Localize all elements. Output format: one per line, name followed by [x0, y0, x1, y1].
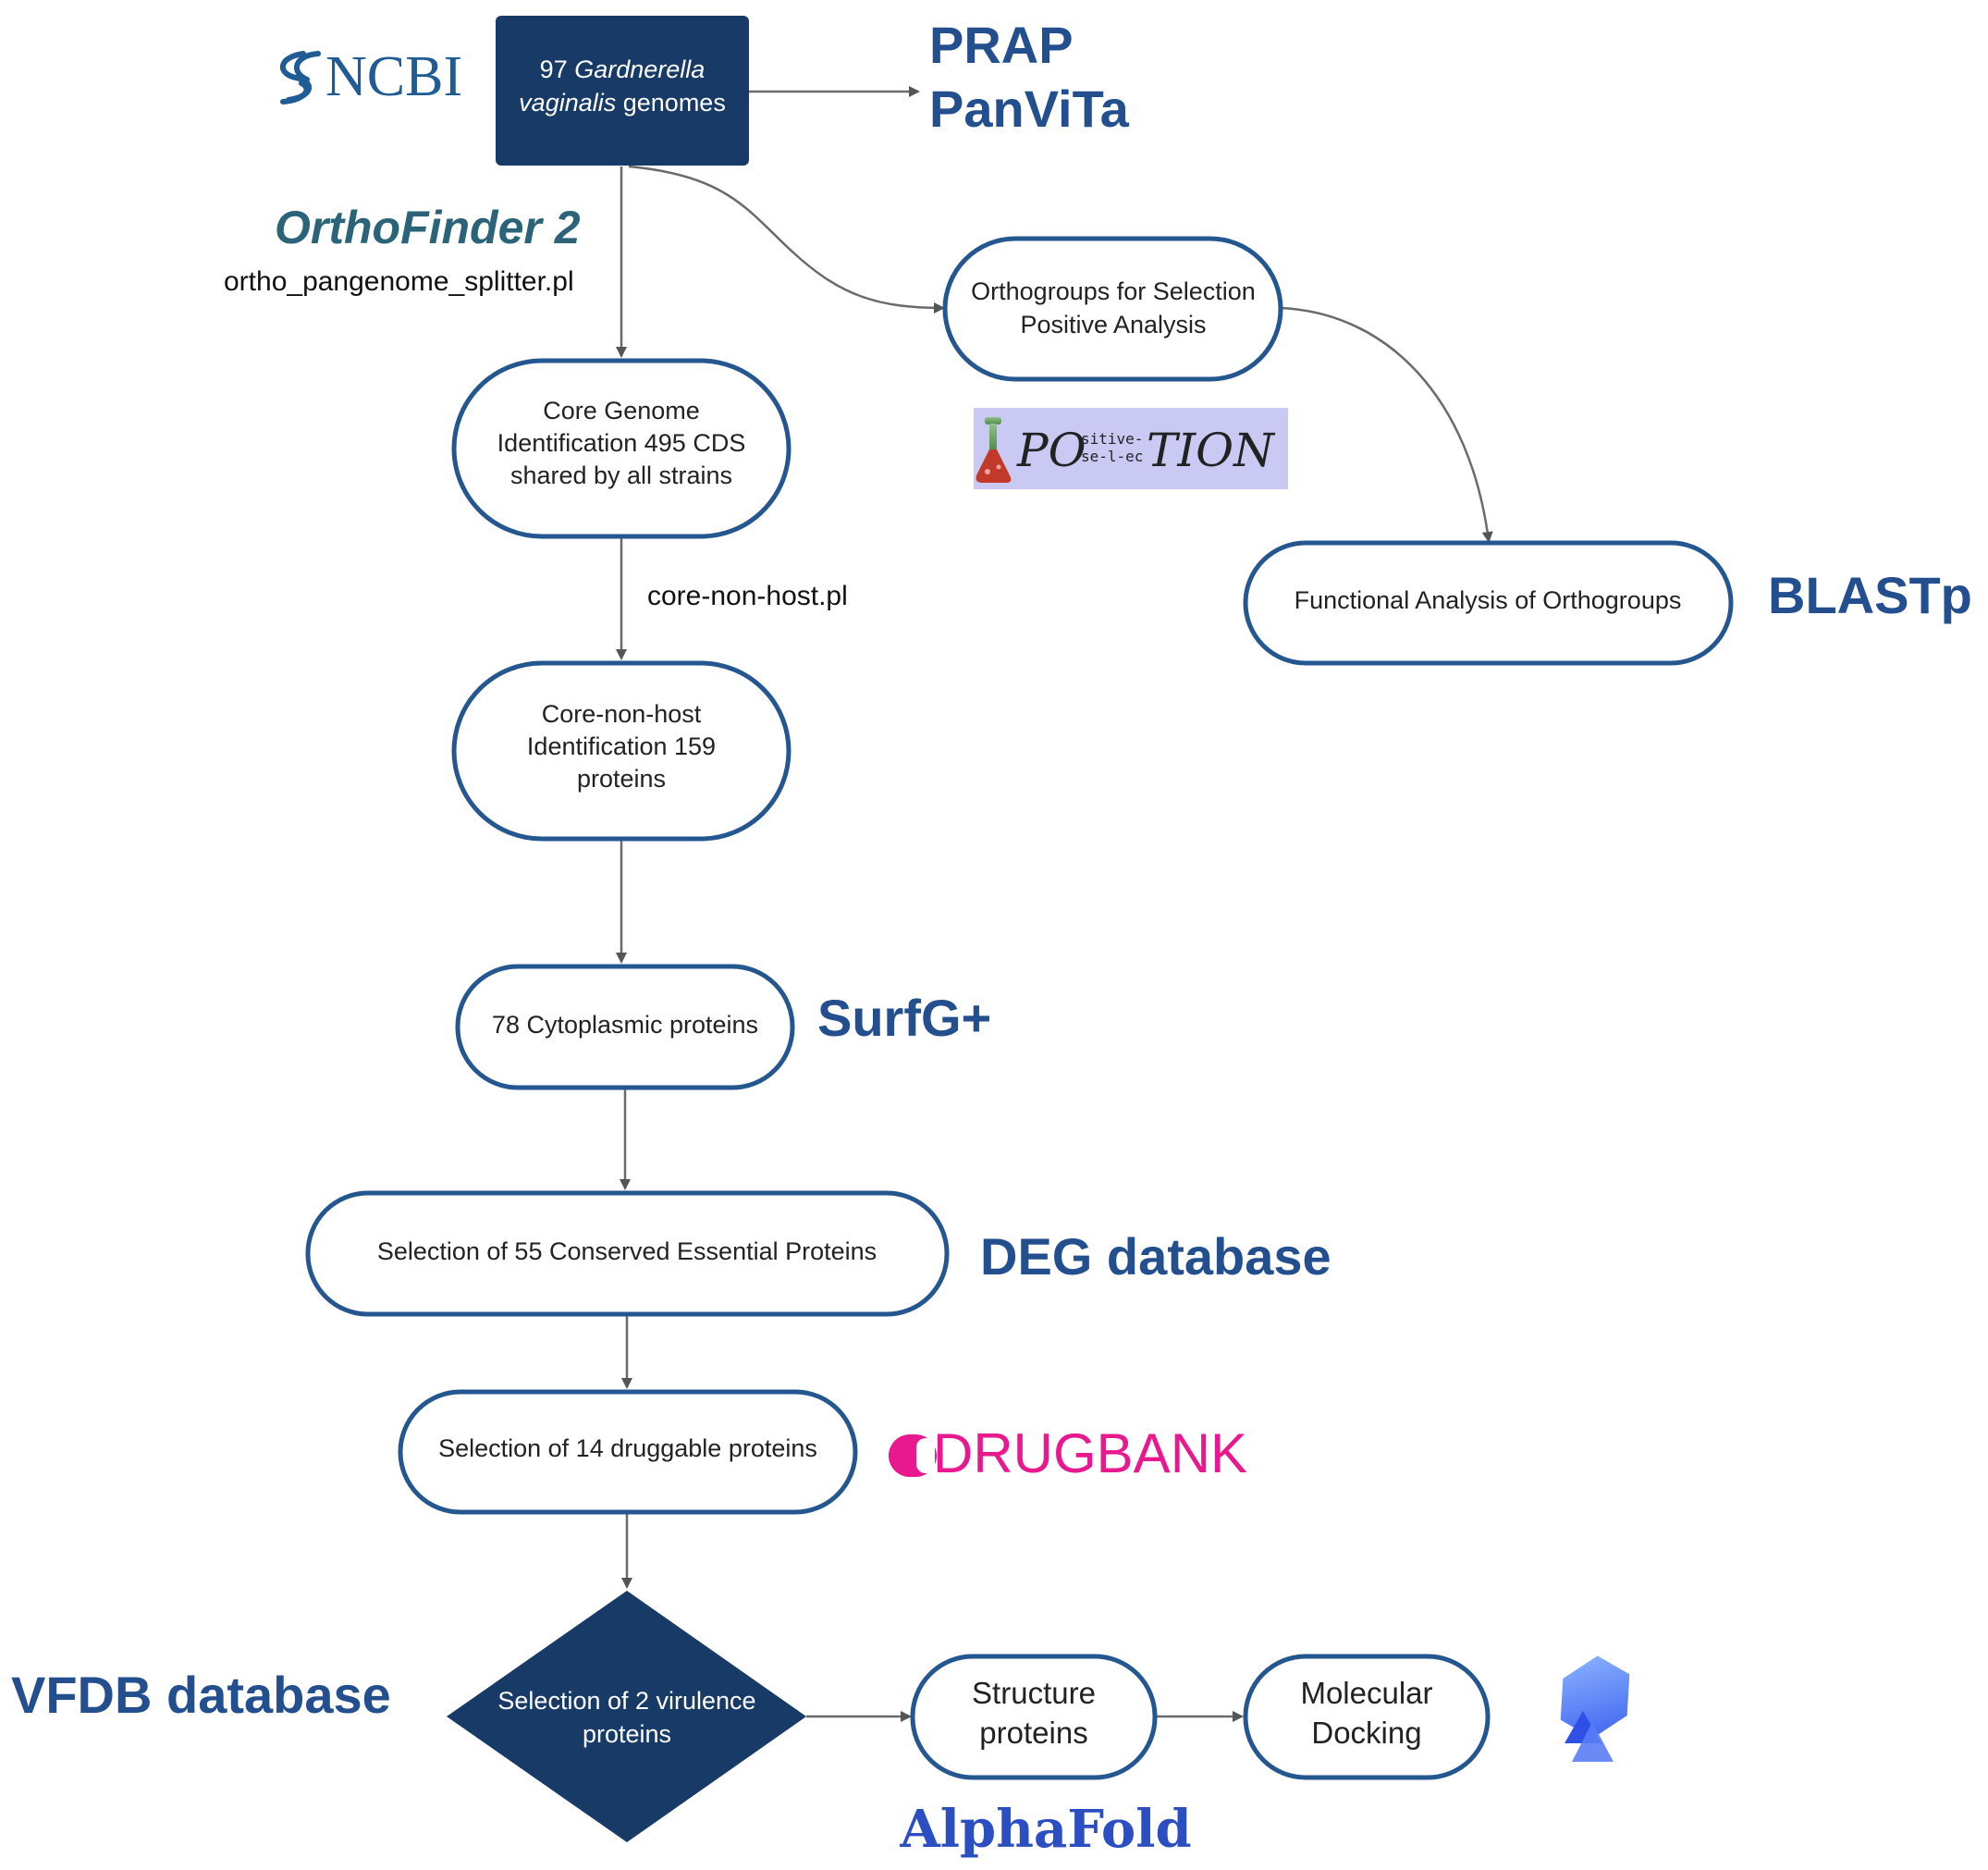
positive-logo-sup: sitive- [1081, 430, 1143, 448]
docking-hexagon-icon [1560, 1655, 1630, 1762]
ncbi-helix-icon [279, 51, 321, 105]
ncbi-logo: NCBI [279, 45, 462, 108]
node-orthogroups-line2: Positive Analysis [1020, 311, 1206, 338]
node-cytoplasmic: 78 Cytoplasmic proteins [455, 964, 795, 1090]
node-structure-line1: Structure [972, 1676, 1096, 1710]
node-virulence: Selection of 2 virulence proteins [447, 1591, 806, 1842]
node-essential: Selection of 55 Conserved Essential Prot… [305, 1190, 950, 1317]
node-core-non-host-line2: Identification 159 [527, 732, 716, 760]
node-functional-line1: Functional Analysis of Orthogroups [1295, 586, 1682, 614]
tool-alphafold-label: AlphaFold [899, 1799, 1191, 1860]
node-core-non-host-line3: proteins [577, 765, 666, 793]
node-docking-line2: Docking [1311, 1716, 1421, 1750]
node-structure-line2: proteins [979, 1716, 1087, 1750]
drugbank-logo: DRUGBANK [889, 1422, 1247, 1484]
node-genomes-line2: vaginalis genomes [519, 89, 726, 117]
node-core-genome-line3: shared by all strains [510, 461, 732, 489]
tool-prap-label: PRAP [929, 16, 1074, 74]
flask-icon [976, 417, 1012, 483]
positive-logo-part2: TION [1147, 424, 1276, 477]
tool-vfdb-label: VFDB database [11, 1666, 391, 1724]
arrow-orthogroups-to-functional [1280, 306, 1493, 543]
node-druggable-line1: Selection of 14 druggable proteins [438, 1434, 817, 1462]
arrow-genomes-to-orthogroups [628, 165, 945, 314]
ncbi-logo-text: NCBI [325, 45, 462, 108]
script-splitter-label: ortho_pangenome_splitter.pl [224, 266, 574, 297]
node-structure: Structure proteins [910, 1654, 1158, 1780]
capsule-icon [889, 1434, 937, 1477]
tool-panvita-label: PanViTa [929, 80, 1130, 138]
node-orthogroups: Orthogroups for Selection Positive Analy… [942, 236, 1283, 382]
node-docking-line1: Molecular [1300, 1676, 1432, 1710]
positive-logo-sub: se-l-ec [1081, 448, 1143, 465]
node-docking: Molecular Docking [1243, 1654, 1491, 1780]
node-cytoplasmic-line1: 78 Cytoplasmic proteins [492, 1011, 758, 1039]
node-essential-line1: Selection of 55 Conserved Essential Prot… [377, 1237, 877, 1265]
tool-deg-label: DEG database [980, 1227, 1331, 1286]
node-genomes: 97 Gardnerella vaginalis genomes [496, 16, 749, 166]
node-core-non-host: Core-non-host Identification 159 protein… [451, 660, 792, 842]
connectors [616, 86, 1493, 1722]
tool-orthofinder-label: OrthoFinder 2 [275, 202, 581, 253]
tool-surfg-label: SurfG+ [817, 989, 991, 1047]
positive-logo-part1: PO [1016, 424, 1086, 477]
node-genomes-line1: 97 Gardnerella [540, 55, 706, 83]
node-core-genome: Core Genome Identification 495 CDS share… [451, 358, 792, 539]
positive-selection-logo: PO sitive- se-l-ec TION [974, 408, 1288, 489]
node-functional: Functional Analysis of Orthogroups [1243, 540, 1734, 666]
node-core-genome-line2: Identification 495 CDS [497, 429, 746, 457]
script-core-non-host-label: core-non-host.pl [647, 581, 848, 611]
node-core-genome-line1: Core Genome [543, 397, 700, 424]
node-virulence-line2: proteins [583, 1720, 671, 1748]
tool-blastp-label: BLASTp [1768, 566, 1972, 624]
node-orthogroups-line1: Orthogroups for Selection [971, 277, 1256, 305]
node-virulence-line1: Selection of 2 virulence [497, 1687, 755, 1715]
drugbank-logo-text: DRUGBANK [933, 1422, 1247, 1484]
node-druggable: Selection of 14 druggable proteins [398, 1389, 858, 1515]
node-core-non-host-line1: Core-non-host [542, 700, 702, 728]
